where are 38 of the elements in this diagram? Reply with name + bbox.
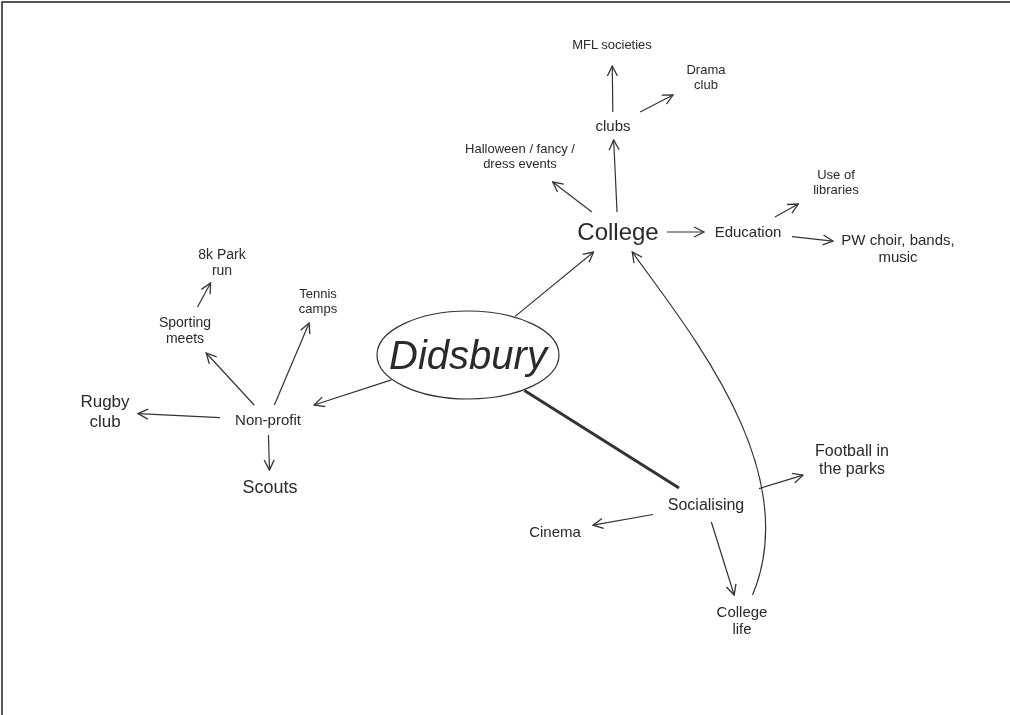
topic-label: Non-profit [235, 411, 301, 429]
arrow [552, 181, 593, 213]
arrow [196, 282, 212, 308]
arrow [608, 139, 620, 213]
topic-label: Education [714, 223, 782, 241]
topic-label: Rugby club [79, 392, 131, 432]
central-topic: Didsbury [389, 332, 547, 378]
arrow [758, 472, 804, 490]
arrow [273, 322, 311, 406]
arrow [137, 408, 221, 420]
topic-label: Scouts [242, 476, 298, 498]
topic-label: Football in the parks [814, 441, 890, 479]
topic-label: Halloween / fancy / dress events [464, 142, 576, 172]
arrow [263, 434, 275, 471]
topic-label: 8k Park run [197, 245, 247, 279]
arrow [710, 521, 737, 596]
topic-label: Use of libraries [812, 168, 860, 198]
arrow [313, 379, 392, 408]
topic-label: Socialising [667, 495, 745, 515]
topic-label: clubs [595, 117, 631, 135]
arrow [592, 513, 654, 529]
connector-line [523, 389, 680, 490]
arrow [606, 65, 619, 113]
topic-label: MFL societies [572, 37, 652, 53]
arrow [205, 352, 255, 406]
topic-label: College life [715, 602, 769, 638]
topic-label: Drama club [685, 63, 727, 93]
topic-label: Sporting meets [157, 313, 213, 347]
topic-label: PW choir, bands, music [840, 230, 956, 266]
arrow [514, 251, 595, 317]
arrow [631, 251, 767, 596]
topic-label: College [577, 218, 659, 246]
arrow [666, 226, 705, 238]
topic-label: Cinema [529, 523, 581, 541]
arrow [774, 203, 799, 218]
arrow [639, 94, 674, 113]
arrow [791, 234, 834, 246]
topic-label: Tennis camps [297, 287, 339, 317]
